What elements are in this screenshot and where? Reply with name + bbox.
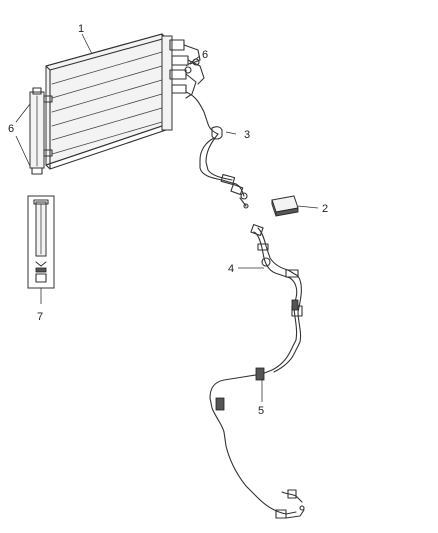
callout-6-upper: 6 bbox=[202, 49, 208, 61]
discharge-line bbox=[209, 223, 305, 519]
callout-1: 1 bbox=[78, 23, 84, 35]
callout-4: 4 bbox=[228, 263, 234, 275]
line-clips bbox=[215, 299, 299, 411]
callout-3: 3 bbox=[244, 129, 250, 141]
condenser-fins bbox=[51, 51, 163, 155]
condenser-side-tank bbox=[161, 35, 173, 131]
condenser-fittings bbox=[169, 39, 205, 99]
condenser-assembly bbox=[29, 33, 205, 175]
leader-lines bbox=[15, 33, 319, 402]
clip-c bbox=[291, 299, 299, 311]
liquid-line bbox=[185, 91, 249, 209]
callout-2: 2 bbox=[322, 203, 328, 215]
desiccant-kit bbox=[27, 195, 55, 289]
callout-7: 7 bbox=[37, 311, 43, 323]
clip-b bbox=[215, 397, 225, 411]
seal-pad bbox=[271, 195, 299, 217]
callout-5: 5 bbox=[258, 405, 264, 417]
clip-a bbox=[255, 367, 265, 381]
callout-labels: 1 2 3 4 5 6 6 7 bbox=[8, 23, 328, 417]
callout-6-left: 6 bbox=[8, 123, 14, 135]
